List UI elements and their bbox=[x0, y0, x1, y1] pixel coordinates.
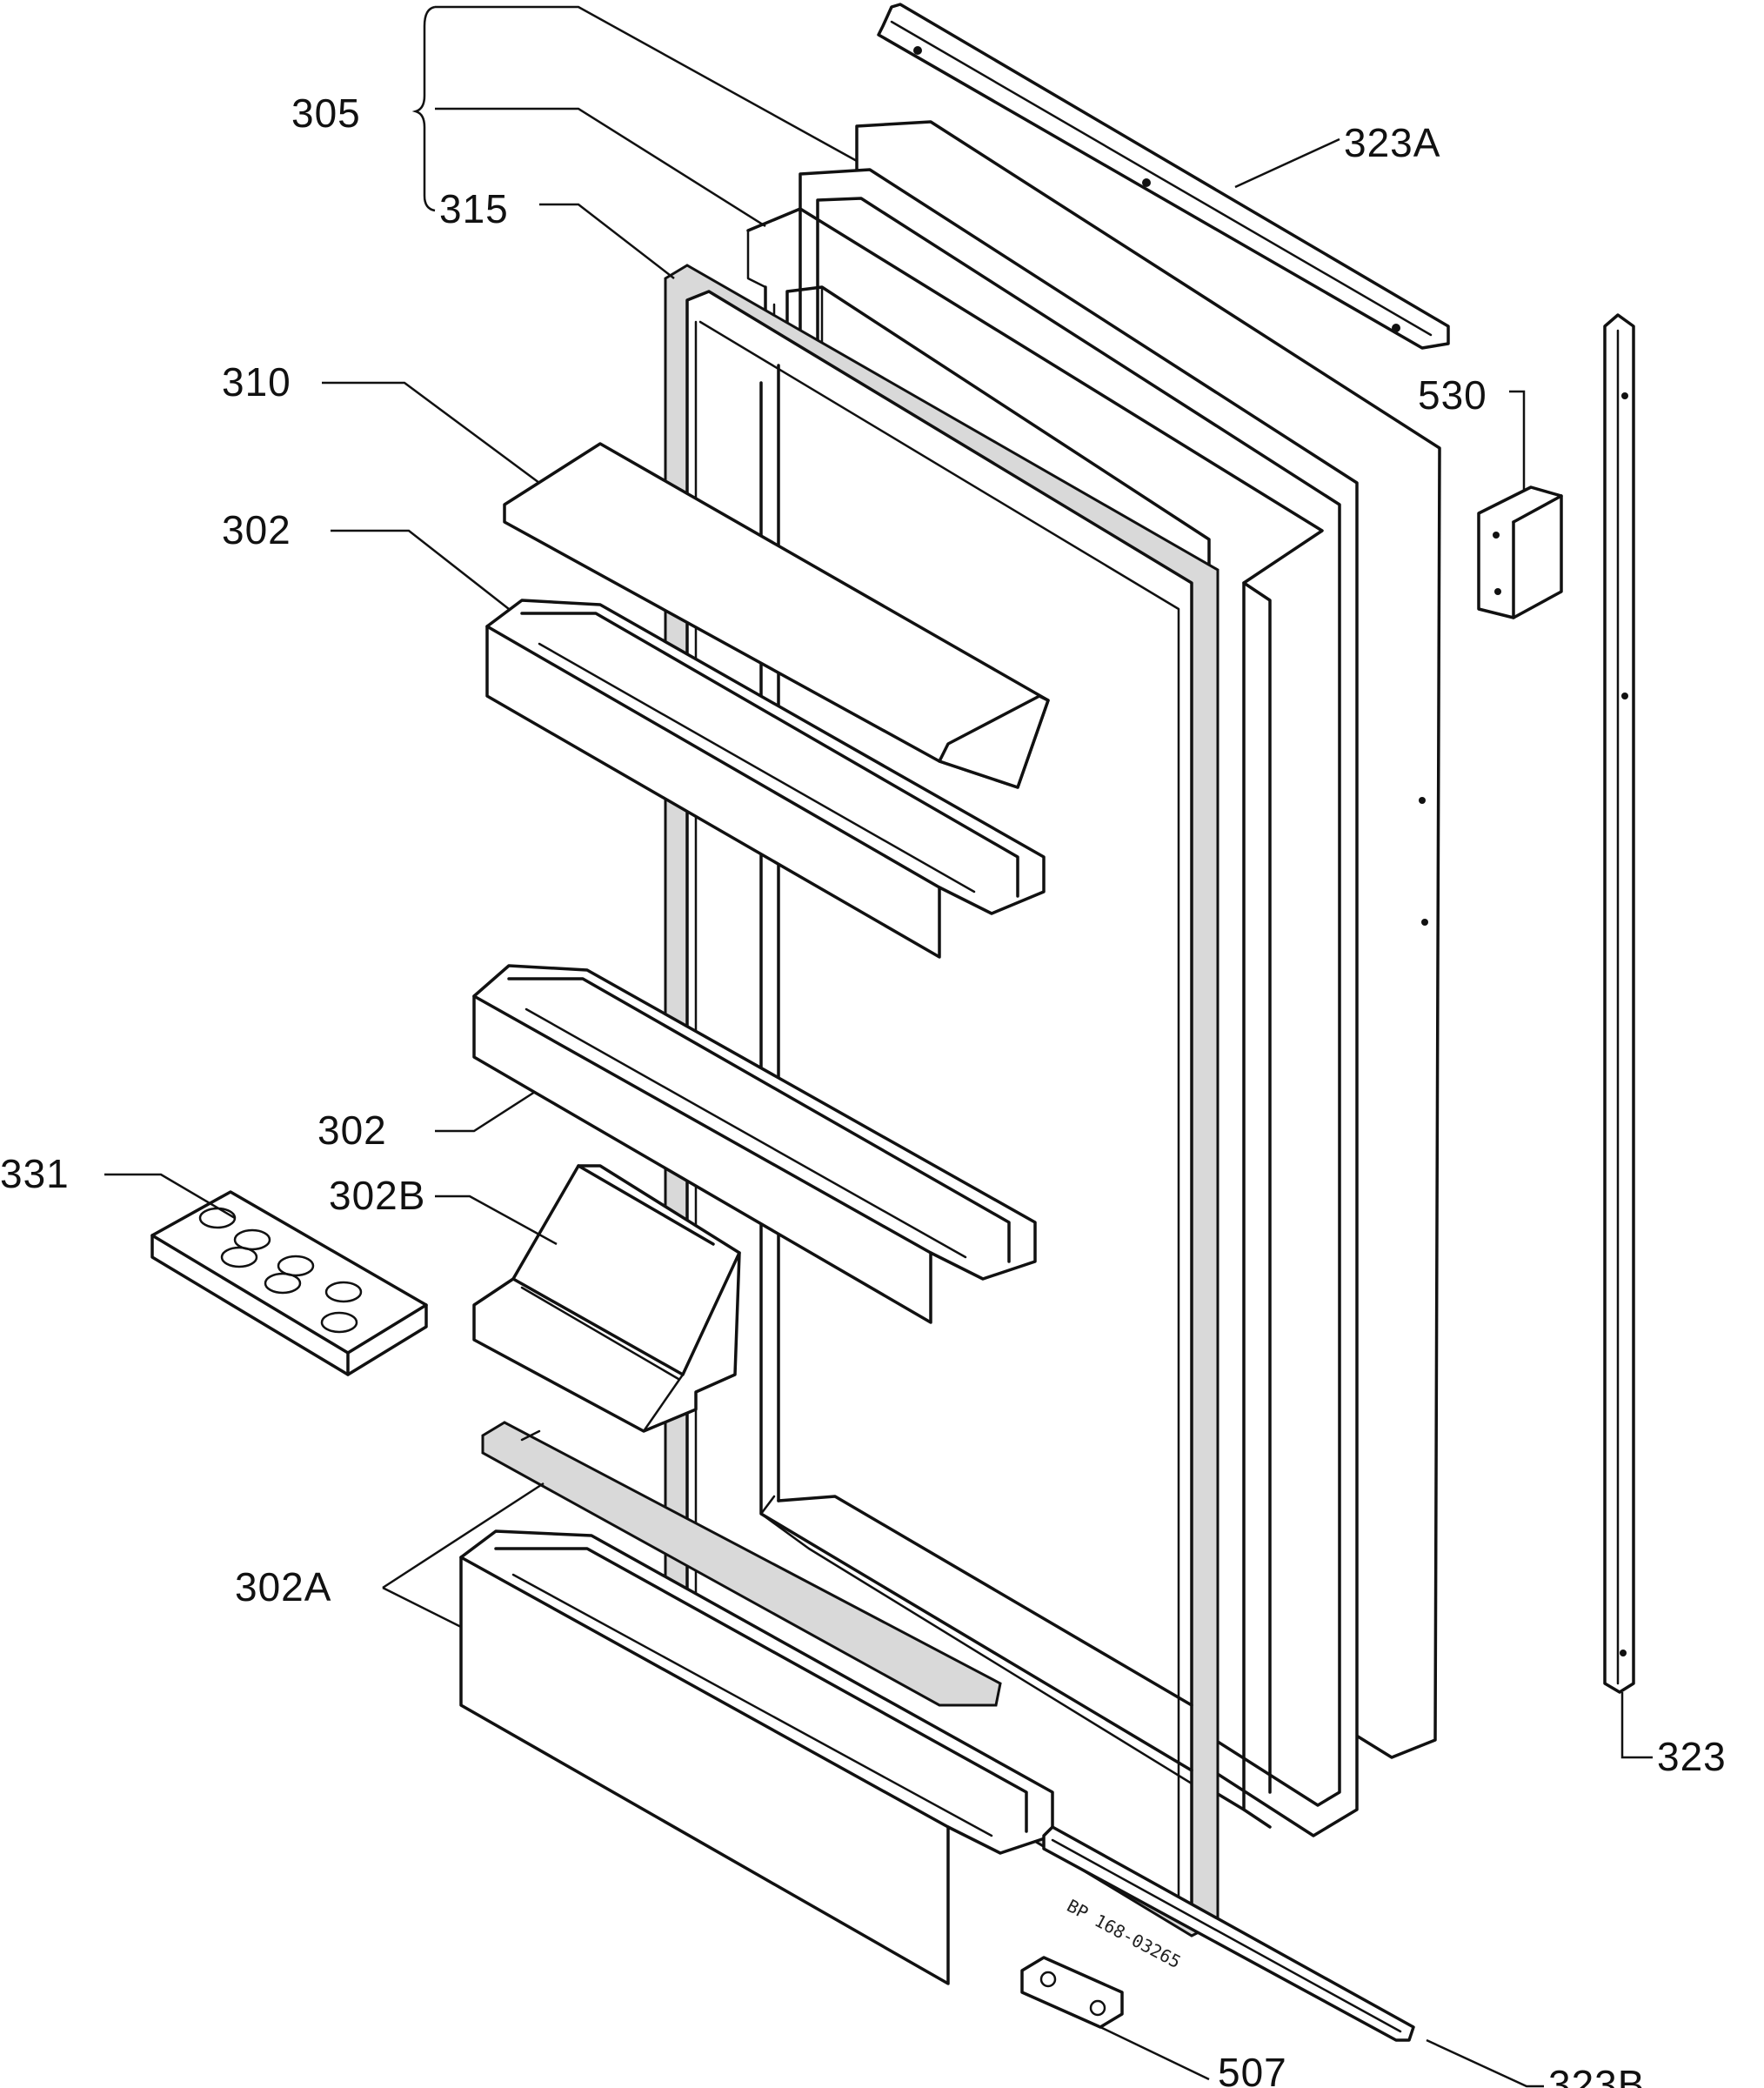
door-bin-bottom bbox=[459, 1529, 1054, 1985]
egg-tray bbox=[150, 1190, 428, 1376]
top-hinge-strip bbox=[877, 3, 1450, 350]
label-302-middle: 302 bbox=[317, 1108, 387, 1153]
label-302B: 302B bbox=[329, 1173, 425, 1218]
label-323B: 323B bbox=[1548, 2062, 1645, 2088]
label-305: 305 bbox=[291, 90, 361, 136]
label-323: 323 bbox=[1657, 1734, 1727, 1779]
label-530: 530 bbox=[1418, 372, 1487, 418]
bottle-retainer-bar bbox=[481, 1421, 1002, 1707]
label-302-top: 302 bbox=[222, 507, 291, 552]
hinge-pin-bracket bbox=[1020, 1956, 1124, 2029]
label-507: 507 bbox=[1218, 2050, 1287, 2088]
door-bin-middle bbox=[472, 964, 1037, 1324]
label-331: 331 bbox=[0, 1151, 70, 1196]
label-315: 315 bbox=[439, 186, 509, 231]
part-labels: 305 315 323A 310 530 302 302 331 302B 30… bbox=[0, 90, 1727, 2088]
right-hinge-strip bbox=[1603, 313, 1635, 1694]
door-bin-top bbox=[485, 599, 1046, 959]
bottom-hinge-strip bbox=[1042, 1825, 1415, 2042]
label-302A: 302A bbox=[235, 1564, 331, 1610]
hinge-bracket bbox=[1477, 485, 1563, 619]
small-bottle-bin bbox=[472, 1164, 741, 1433]
dairy-compartment-lid bbox=[503, 442, 1050, 789]
label-323A: 323A bbox=[1344, 120, 1440, 165]
leader-lines bbox=[104, 5, 1653, 2088]
label-310: 310 bbox=[222, 359, 291, 405]
